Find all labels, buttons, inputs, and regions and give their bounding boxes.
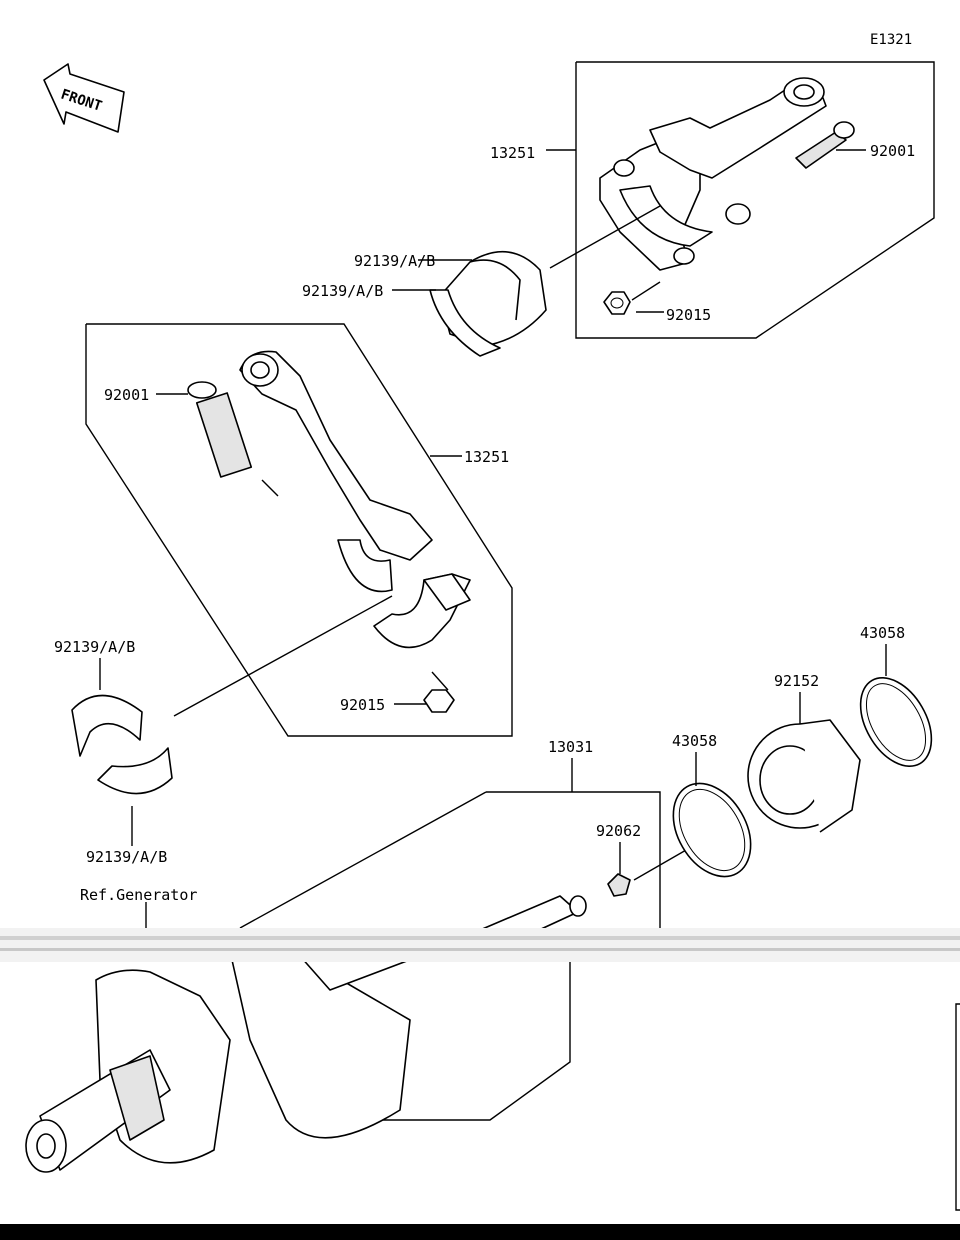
callout-conrod-mid: 13251 [464,448,509,466]
crankshaft [25,895,587,1173]
nut-mid [423,689,455,713]
diagram-code: E1321 [870,32,912,48]
ref-generator-label: Ref.Generator [80,886,197,904]
callout-bolt-top: 92001 [870,142,915,160]
callout-seal: 92152 [774,672,819,690]
bolt-mid [187,381,253,478]
bearing-shell-top-b [429,289,501,357]
frame-fragment [955,1003,960,1211]
callout-bearing-left-a: 92139/A/B [54,638,135,656]
o-ring-center [672,782,752,878]
callout-nut-mid: 92015 [340,696,385,714]
bearing-shell-top-a [439,250,547,347]
callout-bearing-left-b: 92139/A/B [86,848,167,866]
o-ring-right [859,677,933,767]
oil-seal [747,719,861,833]
callout-nut-top: 92015 [666,306,711,324]
crankshaft-frame [239,791,661,1121]
connecting-rod-mid [239,350,433,593]
callout-crankshaft: 13031 [548,738,593,756]
front-arrow-icon: FRONT [43,63,125,133]
nut-top [603,291,631,315]
scan-noise-band [0,928,960,962]
callout-conrod-top: 13251 [490,144,535,162]
conrod-assembly-mid-frame [85,323,513,737]
bolt-top [795,121,855,169]
callout-bearing-top-a: 92139/A/B [354,252,435,270]
callout-bolt-mid: 92001 [104,386,149,404]
bearing-shell-left-b [97,747,173,795]
callout-ring-b: 43058 [860,624,905,642]
connecting-rod-top [599,77,827,271]
callout-plug: 92062 [596,822,641,840]
bottom-bar [0,1224,960,1240]
callout-ring-a: 43058 [672,732,717,750]
conrod-assembly-top-frame [575,61,935,339]
plug [607,873,631,897]
bearing-cap-mid [373,573,471,649]
callout-bearing-top-b: 92139/A/B [302,282,383,300]
bearing-shell-left-a [71,694,143,757]
